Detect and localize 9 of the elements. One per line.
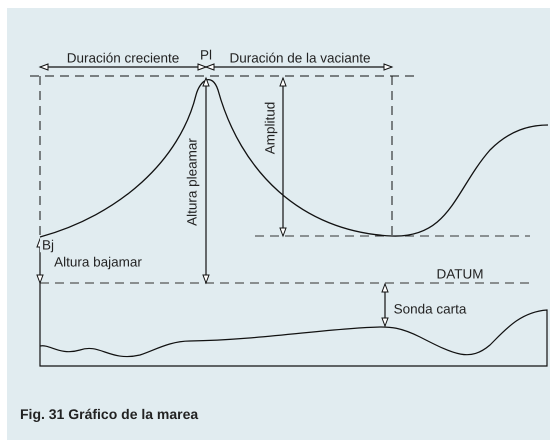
dimension-label: Altura bajamar	[52, 255, 144, 269]
dimension-label: Altura pleamar	[185, 136, 199, 228]
datum-label: DATUM	[434, 267, 486, 281]
figure-caption: Fig. 31 Gráfico de la marea	[20, 405, 198, 424]
point-label: Pl	[198, 48, 214, 62]
dimension-label: Duración creciente	[64, 51, 182, 65]
dimension-label: Sonda carta	[392, 302, 468, 316]
dimension-label: Amplitud	[263, 100, 277, 156]
point-label: Bj	[40, 238, 56, 252]
